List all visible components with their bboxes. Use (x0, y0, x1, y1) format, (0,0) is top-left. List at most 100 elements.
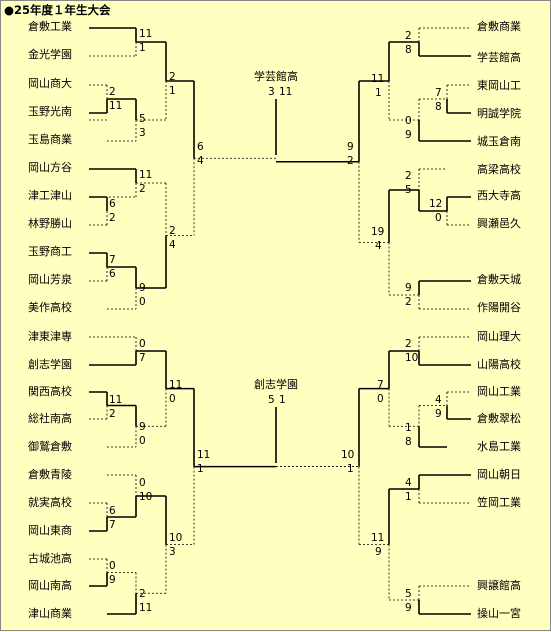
score: 2 (109, 212, 116, 224)
team-name: 玉野光南 (28, 105, 72, 118)
team-name: 作陽開谷 (477, 301, 521, 314)
score: 11 (371, 532, 385, 544)
team-name: 岡山朝日 (477, 468, 521, 481)
team-name: 東岡山工 (477, 79, 521, 92)
score: 8 (405, 44, 412, 56)
final-score: 3 (268, 86, 275, 98)
score: 6 (109, 198, 116, 210)
score: 10 (405, 352, 419, 364)
team-name: 玉野商工 (28, 245, 72, 258)
team-name: 西大寺高 (477, 189, 521, 202)
score: 9 (139, 282, 146, 294)
score: 11 (139, 28, 153, 40)
team-name: 津東津専 (28, 330, 72, 343)
score: 2 (169, 71, 176, 83)
score: 2 (405, 30, 412, 42)
score: 0 (377, 393, 384, 405)
score: 2 (405, 170, 412, 182)
score: 1 (139, 42, 146, 54)
team-name: 高梁高校 (477, 163, 521, 176)
team-name: 城玉倉南 (477, 135, 521, 148)
score: 9 (109, 574, 116, 586)
team-name: 津工津山 (28, 189, 72, 202)
team-name: 岡山南高 (28, 579, 72, 592)
team-name: 岡山東商 (28, 524, 72, 537)
team-name: 関西高校 (28, 385, 72, 398)
team-name: 創志学園 (28, 358, 72, 371)
team-name: 興譲館高 (477, 579, 521, 592)
score: 9 (405, 129, 412, 141)
team-name: 倉敷翠松 (477, 412, 521, 425)
score: 2 (405, 296, 412, 308)
team-name: 御鷲倉敷 (28, 440, 72, 453)
final-score: 11 (279, 86, 293, 98)
score: 9 (139, 421, 146, 433)
score: 11 (371, 73, 385, 85)
team-name: 総社南高 (28, 412, 72, 425)
team-name: 山陽高校 (477, 358, 521, 371)
score: 9 (405, 602, 412, 614)
score: 4 (197, 155, 204, 167)
score: 2 (109, 86, 116, 98)
team-name: 倉敷天城 (477, 273, 521, 286)
score: 4 (375, 240, 382, 252)
team-name: 笠岡工業 (477, 496, 521, 509)
score: 11 (169, 379, 183, 391)
team-name: 就実高校 (28, 496, 72, 509)
score: 7 (435, 87, 442, 99)
team-name: 倉敷工業 (28, 20, 72, 33)
score: 7 (109, 254, 116, 266)
score: 9 (375, 546, 382, 558)
score: 5 (405, 588, 412, 600)
score: 6 (109, 268, 116, 280)
team-name: 水島工業 (477, 440, 521, 453)
team-name: 玉島商業 (28, 133, 72, 146)
team-name: 林野勝山 (28, 217, 72, 230)
score: 11 (197, 449, 211, 461)
score: 0 (109, 560, 116, 572)
page-title: ●25年度１年生大会 (4, 3, 111, 17)
score: 5 (405, 184, 412, 196)
team-name: 操山一宮 (477, 607, 521, 620)
score: 8 (435, 101, 442, 113)
score: 0 (139, 296, 146, 308)
team-name: 岡山理大 (477, 330, 521, 343)
score: 11 (109, 100, 123, 112)
team-name: 岡山方谷 (28, 161, 72, 174)
score: 3 (139, 127, 146, 139)
block-winner-name: 学芸館高 (254, 70, 298, 83)
score: 11 (109, 394, 123, 406)
score: 9 (405, 282, 412, 294)
team-name: 岡山商大 (28, 77, 72, 90)
score: 6 (109, 505, 116, 517)
team-name: 倉敷商業 (477, 20, 521, 33)
score: 9 (347, 141, 354, 153)
score: 7 (139, 352, 146, 364)
score: 0 (169, 393, 176, 405)
score: 0 (139, 435, 146, 447)
score: 10 (139, 491, 153, 503)
score: 0 (139, 477, 146, 489)
team-name: 岡山工業 (477, 385, 521, 398)
score: 10 (169, 532, 183, 544)
score: 4 (405, 477, 412, 489)
final-score: 5 (268, 394, 275, 406)
score: 2 (109, 408, 116, 420)
score: 2 (169, 225, 176, 237)
score: 1 (347, 463, 354, 475)
score: 1 (405, 422, 412, 434)
score: 2 (139, 183, 146, 195)
team-name: 金光学園 (28, 48, 72, 61)
score: 3 (169, 546, 176, 558)
team-name: 学芸館高 (477, 51, 521, 64)
team-name: 津山商業 (28, 607, 72, 620)
score: 0 (405, 115, 412, 127)
score: 2 (405, 338, 412, 350)
score: 10 (341, 449, 355, 461)
score: 0 (139, 338, 146, 350)
team-name: 美作高校 (28, 301, 72, 314)
score: 8 (405, 436, 412, 448)
score: 1 (197, 463, 204, 475)
score: 1 (405, 491, 412, 503)
